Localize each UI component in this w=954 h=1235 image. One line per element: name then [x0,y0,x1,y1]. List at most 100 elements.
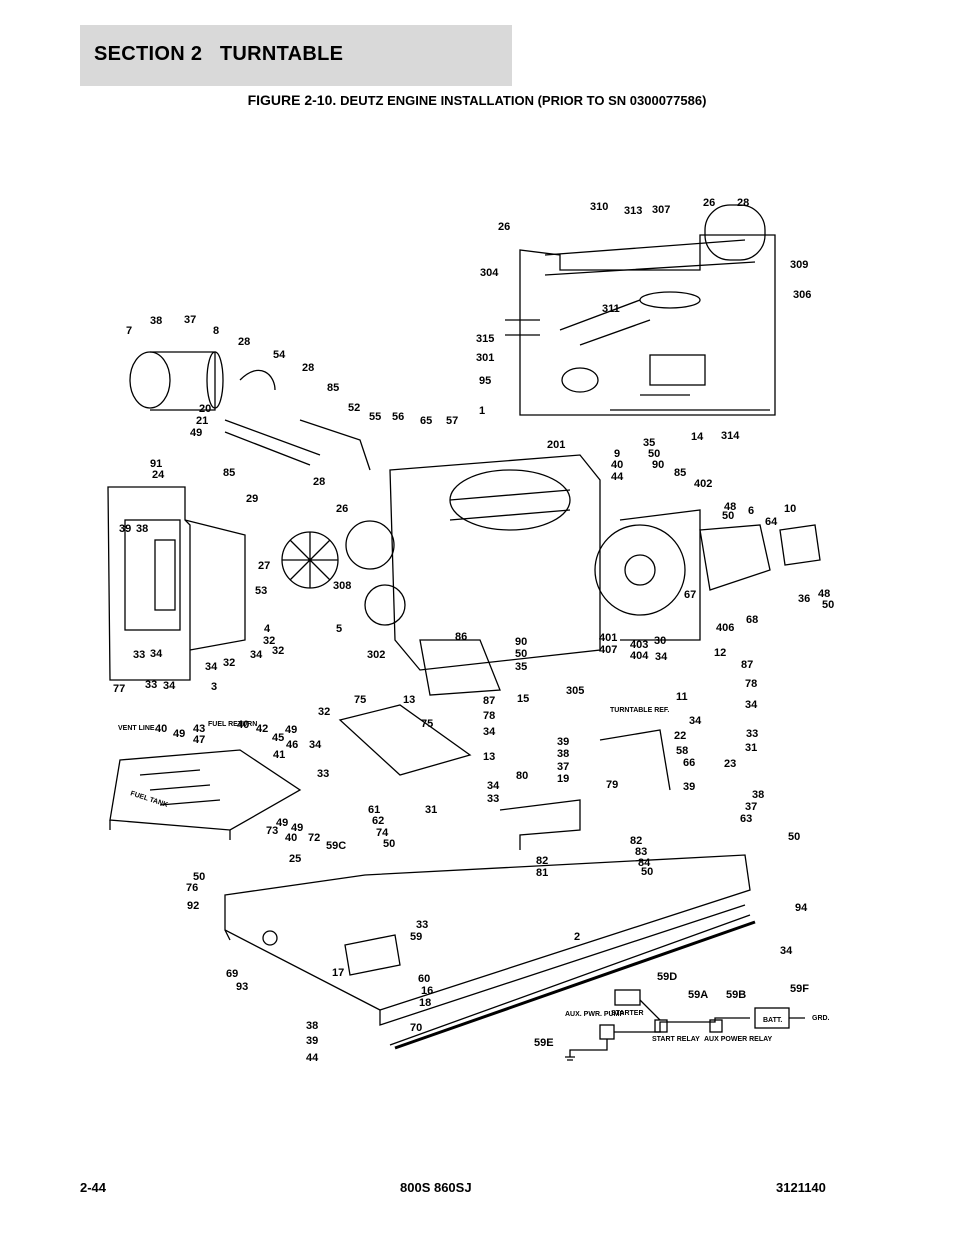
callout: 63 [740,813,752,825]
vent-line-label: VENT LINE [118,725,155,732]
callout: 34 [745,699,758,711]
callout: 90 [652,459,664,471]
callout: 34 [655,651,668,663]
callout: 33 [133,649,145,661]
aux-power-relay-label: AUX POWER RELAY [704,1036,773,1043]
callout: 78 [483,710,495,722]
callout: 79 [606,779,618,791]
aux-pwr-pump-label: AUX. PWR. PUMP [565,1011,624,1018]
callout: 402 [694,478,712,490]
callout: 22 [674,730,686,742]
callout: 32 [272,645,284,657]
callout: 15 [517,693,529,705]
callout: 70 [410,1022,422,1034]
callout: 28 [737,197,749,209]
callout: 38 [150,315,162,327]
callout: 40 [285,832,297,844]
callout: 33 [487,793,499,805]
callout: 45 [272,732,284,744]
callout: 6 [748,505,754,517]
callout: 67 [684,589,696,601]
grd-label: GRD. [812,1015,830,1022]
callout: 59D [657,971,677,983]
callout: 49 [291,822,303,834]
callout: 34 [163,680,176,692]
callout: 75 [354,694,366,706]
callout: 34 [483,726,496,738]
callout: 10 [784,503,796,515]
callout: 47 [193,734,205,746]
callout: 5 [336,623,342,635]
callout: 95 [479,375,491,387]
callout: 65 [420,415,432,427]
callout: 37 [745,801,757,813]
callout: 86 [455,631,467,643]
callout: 401 [599,632,617,644]
callout: 29 [246,493,258,505]
callout: 50 [822,599,834,611]
section-title: SECTION 2 TURNTABLE [94,43,343,66]
callout: 33 [145,679,157,691]
section-label: SECTION 2 [94,43,203,65]
callout: 406 [716,622,734,634]
callout: 313 [624,205,642,217]
callout: 59E [534,1037,554,1049]
callout: 4 [264,623,271,635]
callout: 305 [566,685,584,697]
figure-title: FIGURE 2-10. DEUTZ ENGINE INSTALLATION (… [0,92,954,108]
callout: 43 [193,723,205,735]
callout: 34 [205,661,218,673]
callout: 42 [256,723,268,735]
callout: 32 [223,657,235,669]
callout: 33 [416,919,428,931]
callout: 57 [446,415,458,427]
callout: 62 [372,815,384,827]
callout: 49 [173,728,185,740]
callout: 80 [516,770,528,782]
callout: 201 [547,439,565,451]
callout: 28 [238,336,250,348]
callout: 53 [255,585,267,597]
callout: 54 [273,349,286,361]
callout: 77 [113,683,125,695]
callout: 306 [793,289,811,301]
callout: 82 [630,835,642,847]
callout: 49 [285,724,297,736]
callout: 66 [683,757,695,769]
callout: 37 [184,314,196,326]
callout: 44 [306,1052,319,1064]
turntable-ref-label: TURNTABLE REF. [610,707,669,714]
diagram-artwork [107,204,821,1061]
callout: 18 [419,997,431,1009]
callout: 302 [367,649,385,661]
fuel-return-label: FUEL RETURN [208,721,257,728]
callout: 308 [333,580,351,592]
document-number: 3121140 [776,1180,826,1195]
callout: 64 [765,516,778,528]
callout: 32 [263,635,275,647]
callout: 68 [746,614,758,626]
callout: 39 [557,736,569,748]
callout: 311 [602,303,620,315]
callout: 61 [368,804,380,816]
callout: 7 [126,325,132,337]
callout: 49 [276,817,288,829]
callout: 41 [273,749,285,761]
callout: 82 [536,855,548,867]
callout: 49 [190,427,202,439]
callout: 11 [676,691,688,703]
callout: 56 [392,411,404,423]
callout: 85 [674,467,686,479]
callout: 34 [250,649,263,661]
batt-label: BATT. [763,1017,782,1024]
callout: 26 [336,503,348,515]
callout: 85 [223,467,235,479]
callout: 40 [611,459,623,471]
section-name: TURNTABLE [219,43,344,65]
callout: 26 [703,197,715,209]
callout: 59 [410,931,422,943]
callout: 28 [302,362,314,374]
callout: 50 [383,838,395,850]
callout: 14 [691,431,704,443]
callout: 38 [306,1020,318,1032]
